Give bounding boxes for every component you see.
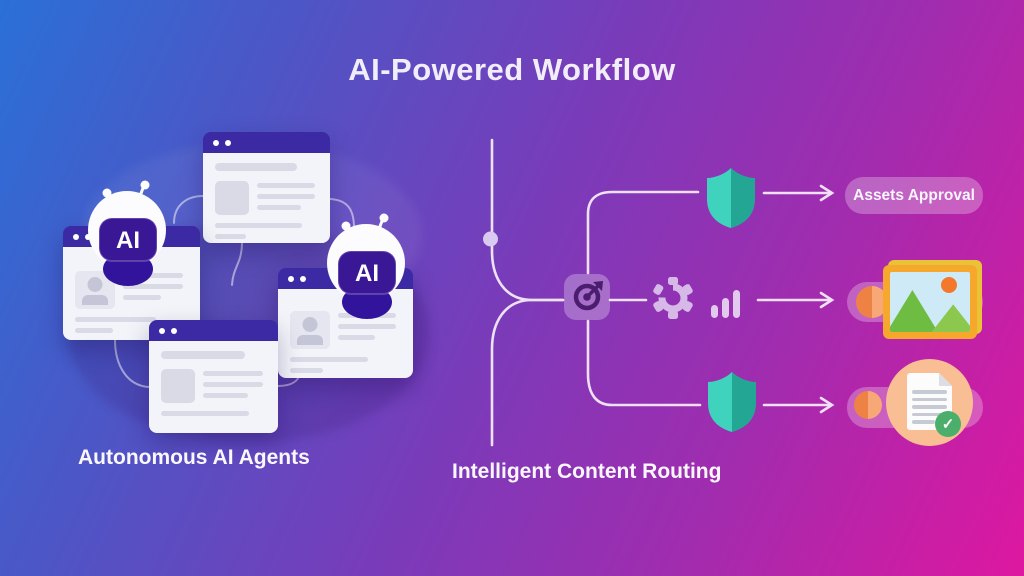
photo-frame bbox=[883, 265, 977, 339]
placeholder-line bbox=[257, 183, 315, 188]
placeholder-line bbox=[123, 273, 183, 278]
image-icon bbox=[883, 260, 982, 339]
document-line bbox=[912, 405, 947, 409]
gear-icon bbox=[653, 277, 693, 319]
ai-badge-label: AI bbox=[116, 227, 140, 254]
placeholder-line bbox=[75, 328, 114, 333]
browser-window-top bbox=[203, 132, 330, 243]
placeholder-line bbox=[215, 163, 298, 171]
window-dot bbox=[213, 139, 219, 146]
placeholder-line bbox=[161, 411, 250, 416]
ai-robot-icon: AI bbox=[327, 213, 405, 319]
placeholder-line bbox=[338, 335, 375, 340]
placeholder-line bbox=[203, 393, 249, 398]
placeholder-line bbox=[161, 351, 245, 359]
placeholder-avatar bbox=[75, 271, 115, 309]
placeholder-line bbox=[215, 223, 302, 228]
placeholder-image bbox=[161, 369, 195, 403]
placeholder-line bbox=[123, 295, 161, 300]
sun-icon bbox=[941, 276, 958, 293]
status-dot bbox=[856, 286, 888, 318]
ai-robot-icon: AI bbox=[88, 180, 166, 286]
placeholder-line bbox=[290, 357, 368, 362]
placeholder-line bbox=[257, 194, 315, 199]
mountain-icon bbox=[890, 290, 938, 332]
status-dot bbox=[854, 391, 882, 419]
photo-picture bbox=[890, 272, 970, 332]
agents-section-label: Autonomous AI Agents bbox=[78, 446, 310, 469]
window-dot bbox=[85, 233, 91, 240]
page-title: AI-Powered Workflow bbox=[348, 52, 676, 87]
window-dot bbox=[73, 233, 79, 240]
shield-icon bbox=[708, 372, 756, 432]
bar-chart-icon bbox=[711, 290, 740, 318]
placeholder-line bbox=[203, 371, 263, 376]
routing-section-label: Intelligent Content Routing bbox=[452, 460, 722, 483]
window-dot bbox=[288, 275, 294, 282]
flow-lines bbox=[490, 138, 835, 447]
assets-approval-label: Assets Approval bbox=[853, 186, 975, 204]
target-routing-icon bbox=[564, 274, 610, 320]
shield-icon bbox=[707, 168, 755, 228]
check-icon: ✓ bbox=[935, 411, 961, 437]
window-dot bbox=[171, 327, 177, 334]
placeholder-line bbox=[338, 324, 396, 329]
placeholder-line bbox=[123, 284, 183, 289]
flow-node-dot bbox=[483, 231, 498, 247]
window-titlebar bbox=[149, 320, 278, 341]
placeholder-line bbox=[203, 382, 263, 387]
placeholder-avatar bbox=[290, 311, 330, 349]
window-titlebar bbox=[203, 132, 330, 153]
placeholder-line bbox=[215, 234, 246, 239]
window-dot bbox=[159, 327, 165, 334]
window-content bbox=[203, 153, 330, 243]
assets-approval-pill: Assets Approval bbox=[845, 177, 983, 214]
placeholder-line bbox=[75, 317, 157, 322]
placeholder-line bbox=[290, 368, 324, 373]
window-dot bbox=[300, 275, 306, 282]
document-line bbox=[912, 390, 947, 394]
document-line bbox=[912, 412, 947, 416]
document-line bbox=[912, 420, 935, 424]
browser-window-bottom bbox=[149, 320, 278, 433]
ai-badge-label: AI bbox=[355, 260, 379, 287]
document-line bbox=[912, 397, 947, 401]
placeholder-image bbox=[215, 181, 249, 215]
placeholder-line bbox=[257, 205, 301, 210]
mountain-icon bbox=[931, 304, 970, 332]
window-dot bbox=[225, 139, 231, 146]
window-content bbox=[149, 341, 278, 433]
